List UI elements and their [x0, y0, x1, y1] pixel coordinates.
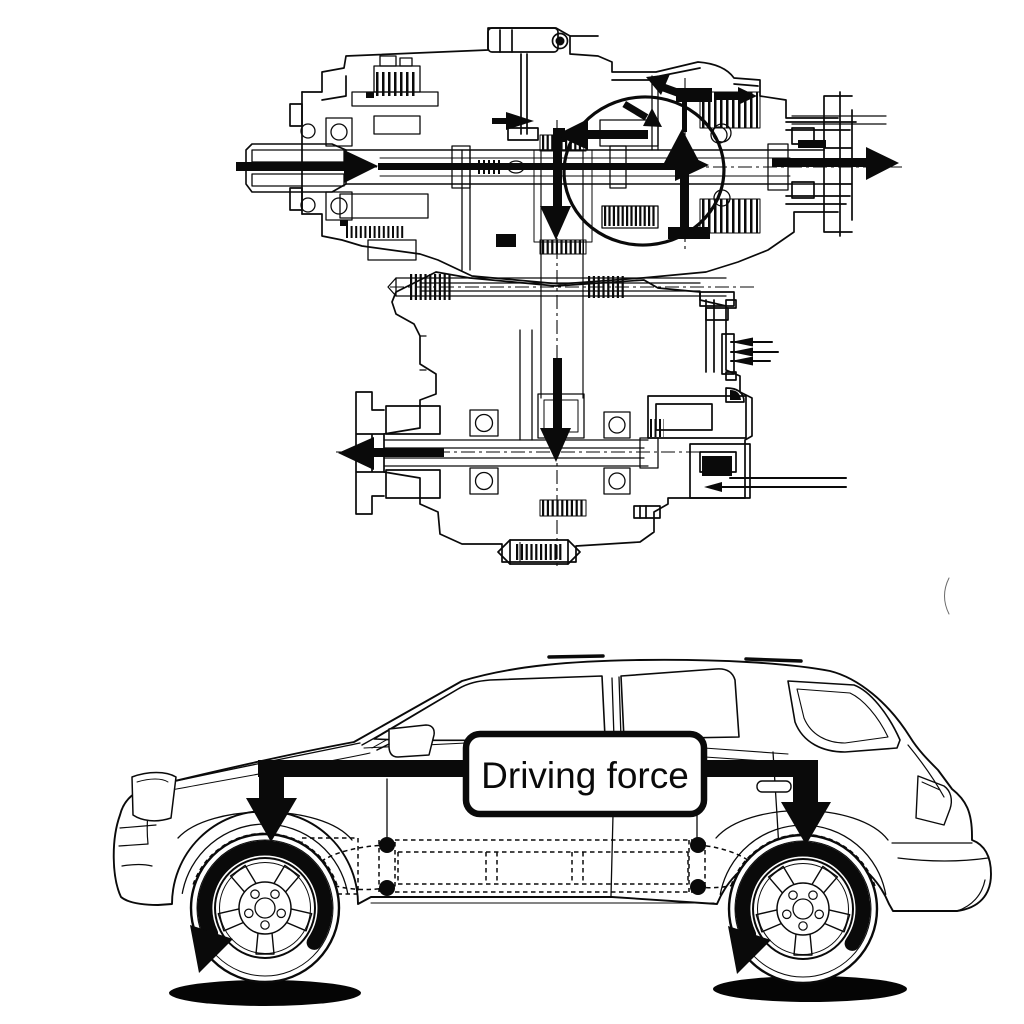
rear-door-handle — [756, 780, 792, 793]
front-wheel-rotation-arrow — [190, 840, 333, 973]
transfer-case-internals — [238, 55, 950, 615]
taillight — [915, 775, 953, 826]
actuator-small-arrow-right — [716, 87, 757, 105]
rear-wheel-shadow — [713, 976, 907, 1002]
clutch-torque-arrow-down-right — [622, 101, 662, 127]
input-torque-arrow-right — [236, 150, 378, 183]
clutch-torque-arrow-up — [664, 94, 700, 234]
clutch-torque-arrow-up-left — [646, 74, 685, 99]
vehicle-body-details — [118, 654, 989, 912]
headlight — [131, 771, 177, 822]
front-drive-arrow-down — [540, 358, 571, 462]
rear-wheel-rotation-arrow — [728, 841, 871, 974]
transfer-case-flow-arrows — [236, 74, 899, 492]
wheel-shadows — [169, 976, 907, 1006]
rear-wheel-force-arrow-down — [781, 760, 831, 845]
vehicle-panel: Driving force — [112, 654, 992, 1006]
clutch-ellipse-highlight — [562, 95, 726, 247]
rear-wheel — [727, 833, 879, 985]
rear-door-window — [620, 668, 740, 740]
driveline-joints — [379, 837, 706, 896]
transfer-arrow-left — [556, 119, 648, 150]
driving-force-label-box: Driving force — [462, 730, 708, 818]
front-wheel-shadow — [169, 980, 361, 1006]
front-wheel-force-arrow-down — [246, 760, 297, 842]
rear-output-torque-arrow-right — [772, 147, 899, 180]
transfer-case-panel — [236, 27, 950, 615]
front-wheel — [189, 832, 341, 984]
vehicle-body — [112, 658, 992, 912]
front-output-torque-arrow-left — [338, 437, 444, 470]
driving-force-label: Driving force — [481, 755, 689, 796]
mode-indicator-small-arrows-left — [704, 337, 753, 492]
roof-rails — [547, 654, 803, 663]
quarter-window — [787, 680, 901, 753]
shift-rail-small-arrow-right — [492, 112, 534, 130]
side-mirror — [388, 724, 435, 758]
